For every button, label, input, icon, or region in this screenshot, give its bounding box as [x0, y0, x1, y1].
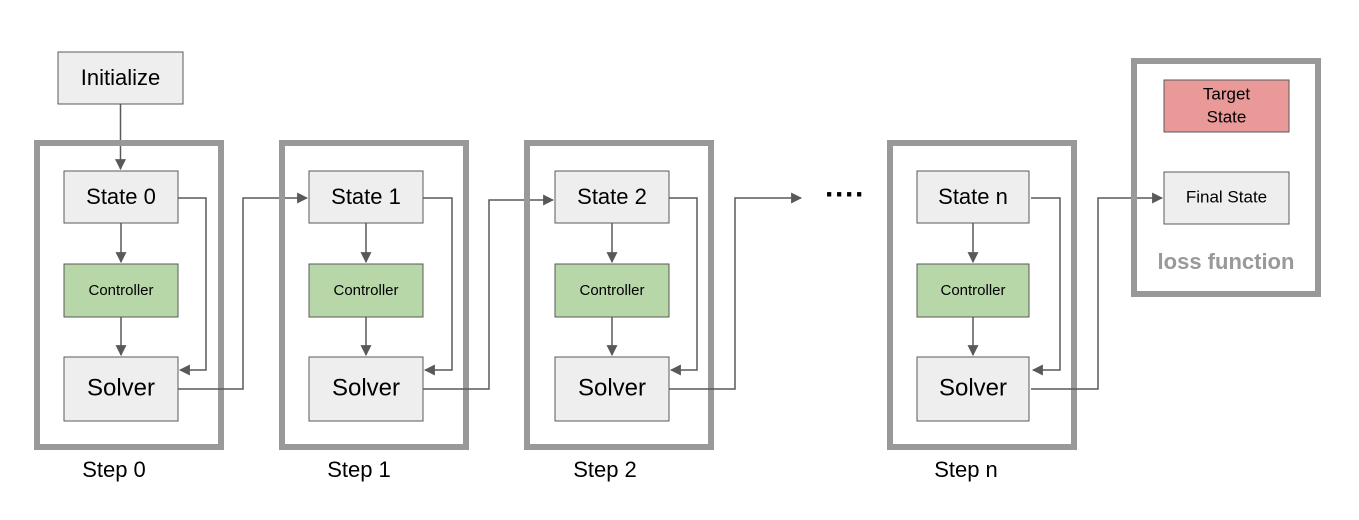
final-state-node	[1163, 171, 1290, 225]
controller-n-label: Controller	[940, 282, 1005, 299]
solver-2-label: Solver	[578, 374, 646, 401]
state-2-label: State 2	[577, 184, 647, 209]
step-n-frame	[887, 140, 1077, 450]
staten-to-solvern-arrow	[1031, 197, 1061, 376]
target-state-label-line2: State	[1207, 107, 1247, 126]
solver1-to-state2-arrow	[423, 194, 555, 390]
ellipsis-dots: ····	[825, 178, 865, 211]
loss-function-label: loss function	[1158, 249, 1295, 274]
step-n-group: State n Controller Solver	[887, 140, 1077, 450]
step-0-label: Step 0	[82, 457, 146, 482]
solver0-to-state1-arrow	[178, 192, 309, 390]
state-1-label: State 1	[331, 184, 401, 209]
step-0-group: State 0 Controller Solver	[34, 140, 224, 450]
solver2-to-ellipsis-arrow	[669, 192, 803, 390]
step-1-group: State 1 Controller Solver	[279, 140, 469, 450]
state-n-label: State n	[938, 184, 1008, 209]
solver-0-label: Solver	[87, 374, 155, 401]
solvern-to-final-state-arrow	[1031, 192, 1164, 390]
step-2-frame	[524, 140, 714, 450]
step-1-label: Step 1	[327, 457, 391, 482]
solver-1-label: Solver	[332, 374, 400, 401]
step-1-frame	[279, 140, 469, 450]
step-n-label: Step n	[934, 457, 998, 482]
solver-n-label: Solver	[939, 374, 1007, 401]
solver-1-node	[308, 356, 424, 422]
target-state-node	[1163, 79, 1290, 133]
state-0-label: State 0	[86, 184, 156, 209]
loss-function-frame	[1131, 58, 1321, 297]
solver-2-node	[554, 356, 670, 422]
controller-2-label: Controller	[579, 282, 644, 299]
step-2-group: State 2 Controller Solver	[524, 140, 714, 450]
initialize-label: Initialize	[81, 65, 160, 90]
solver-0-node	[63, 356, 179, 422]
state-0-node	[63, 170, 179, 224]
state1-to-solver1-arrow	[423, 197, 453, 376]
state0-to-solver0-arrow	[178, 197, 207, 376]
step-2-label: Step 2	[573, 457, 637, 482]
controller-2-node	[554, 263, 670, 318]
initialize-node: Initialize	[57, 51, 184, 105]
controller-1-node	[308, 263, 424, 318]
step-0-frame	[34, 140, 224, 450]
state-n-node	[916, 170, 1030, 224]
controller-0-label: Controller	[88, 282, 153, 299]
controller-0-node	[63, 263, 179, 318]
state-2-node	[554, 170, 670, 224]
solver-n-node	[916, 356, 1030, 422]
target-state-label-line1: Target	[1203, 84, 1251, 103]
state-1-node	[308, 170, 424, 224]
controller-1-label: Controller	[333, 282, 398, 299]
state2-to-solver2-arrow	[669, 197, 698, 376]
loss-function-group: Target State Final State loss function	[1131, 58, 1321, 297]
final-state-label: Final State	[1186, 187, 1267, 206]
